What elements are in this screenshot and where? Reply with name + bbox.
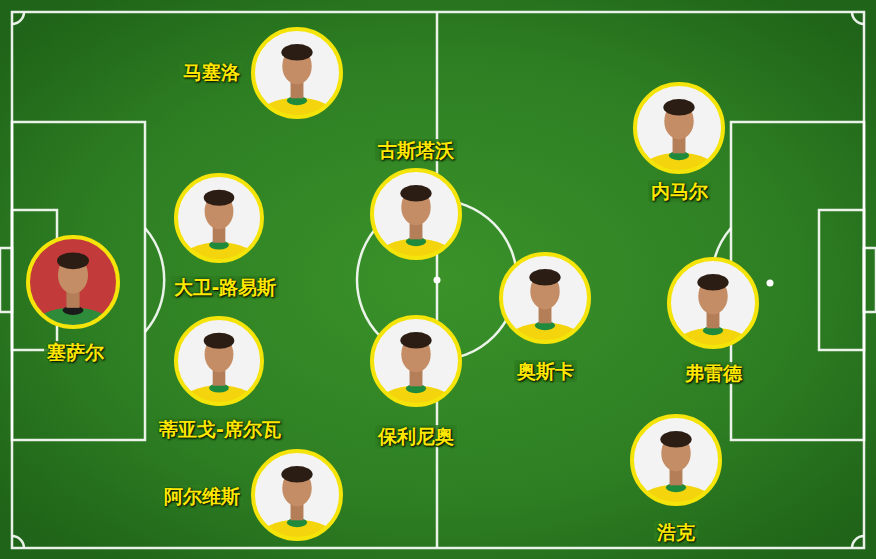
player-name: 浩克 — [654, 521, 698, 544]
player-node: 阿尔维斯 — [251, 449, 343, 541]
player-avatar — [370, 168, 462, 260]
player-avatar — [499, 252, 591, 344]
player-node: 蒂亚戈-席尔瓦 — [174, 316, 264, 406]
player-avatar — [174, 173, 264, 263]
player-avatar — [26, 235, 120, 329]
player-node: 马塞洛 — [251, 27, 343, 119]
centre-spot — [434, 277, 441, 284]
player-avatar — [667, 257, 759, 349]
player-name: 马塞洛 — [180, 61, 243, 84]
player-name: 弗雷德 — [682, 362, 745, 385]
player-avatar — [630, 414, 722, 506]
player-avatar — [251, 449, 343, 541]
player-node: 保利尼奥 — [370, 315, 462, 407]
player-name: 大卫-路易斯 — [171, 276, 280, 299]
player-node: 古斯塔沃 — [370, 168, 462, 260]
penalty-spot — [767, 280, 774, 287]
player-node: 弗雷德 — [667, 257, 759, 349]
player-avatar — [370, 315, 462, 407]
player-name: 奥斯卡 — [514, 360, 577, 383]
pitch-lines — [0, 12, 876, 548]
player-name: 塞萨尔 — [44, 341, 107, 364]
player-name: 保利尼奥 — [375, 425, 457, 448]
player-avatar — [174, 316, 264, 406]
player-node: 大卫-路易斯 — [174, 173, 264, 263]
player-name: 蒂亚戈-席尔瓦 — [156, 418, 284, 441]
player-node: 塞萨尔 — [26, 235, 120, 329]
player-name: 阿尔维斯 — [161, 485, 243, 508]
player-avatar — [633, 82, 725, 174]
player-avatar — [251, 27, 343, 119]
player-node: 浩克 — [630, 414, 722, 506]
player-node: 奥斯卡 — [499, 252, 591, 344]
player-node: 内马尔 — [633, 82, 725, 174]
player-name: 内马尔 — [648, 180, 711, 203]
player-name: 古斯塔沃 — [375, 139, 457, 162]
